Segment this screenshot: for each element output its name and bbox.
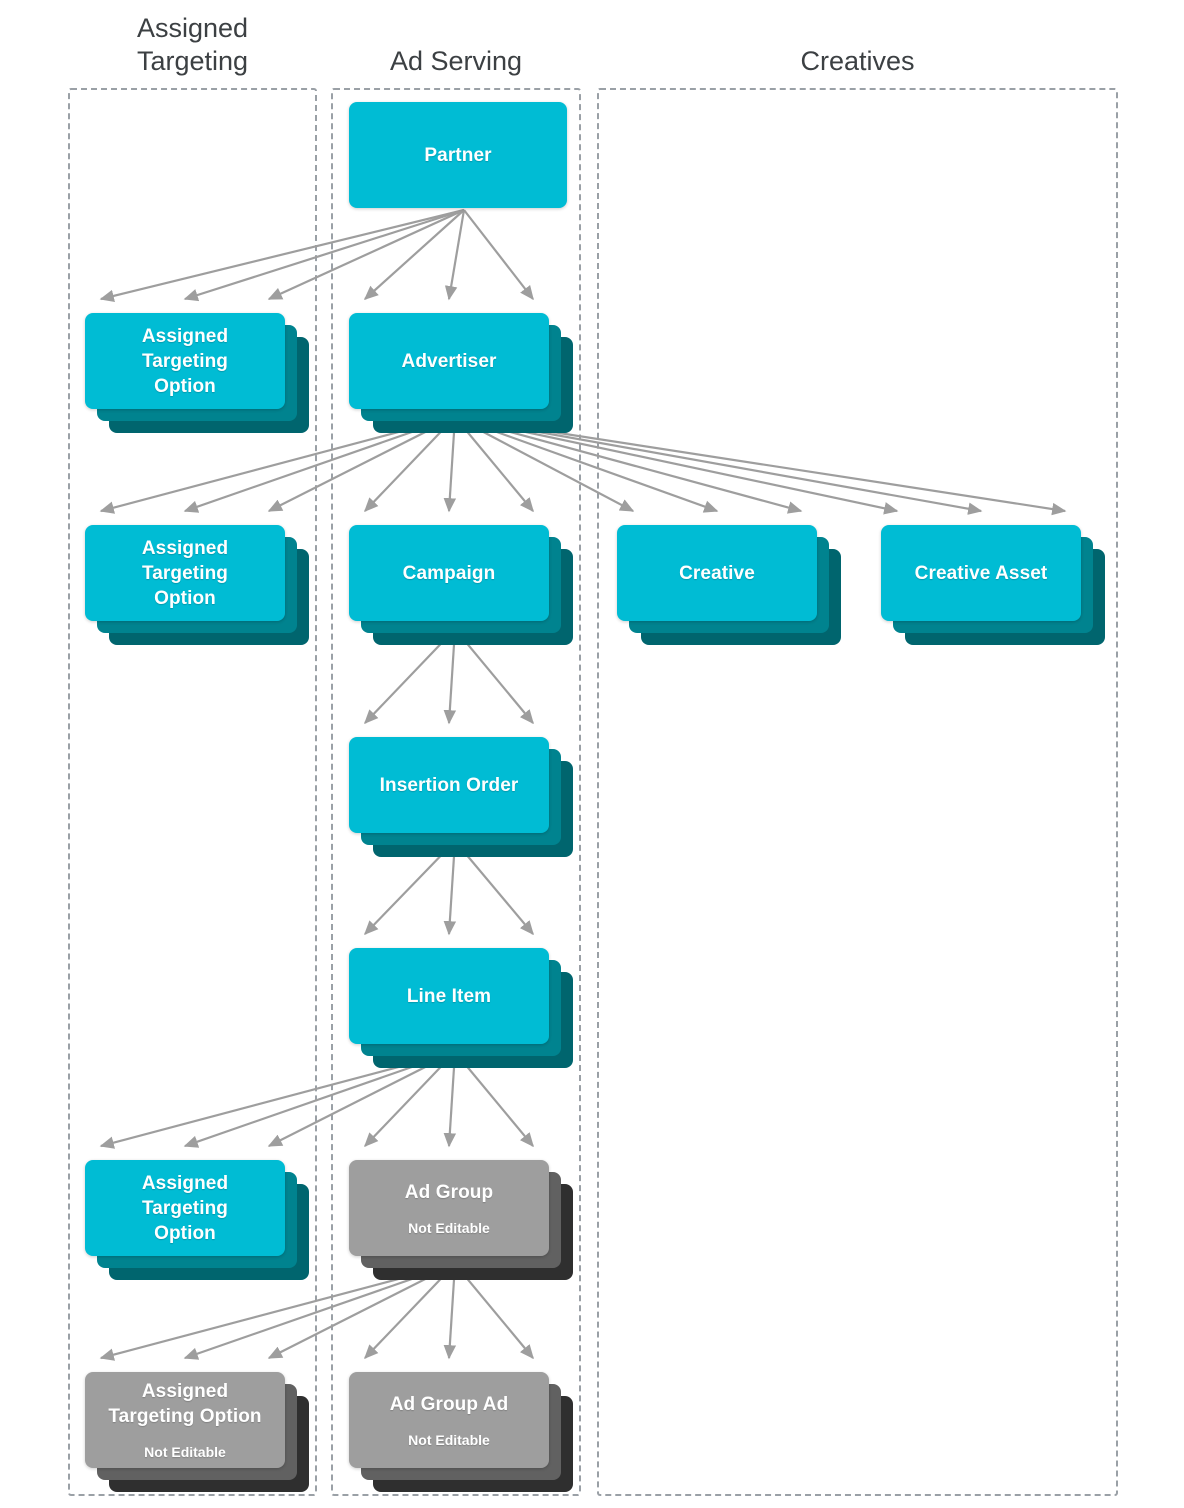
node-card-line-item[interactable]: Line Item: [349, 948, 549, 1044]
node-ato-advertiser[interactable]: Assigned Targeting Option: [85, 525, 309, 645]
node-card-ato-lineitem[interactable]: Assigned Targeting Option: [85, 1160, 285, 1256]
node-card-ato-partner[interactable]: Assigned Targeting Option: [85, 313, 285, 409]
node-title: Campaign: [402, 562, 496, 584]
node-title: Line Item: [406, 985, 492, 1007]
node-title: Ad Group Ad: [389, 1393, 509, 1415]
node-creative-asset[interactable]: Creative Asset: [881, 525, 1105, 645]
node-ato-lineitem[interactable]: Assigned Targeting Option: [85, 1160, 309, 1280]
column-header-assigned-targeting: Assigned Targeting: [136, 13, 249, 76]
node-card-ato-advertiser[interactable]: Assigned Targeting Option: [85, 525, 285, 621]
node-card-ad-group-ad[interactable]: Ad Group Ad Not Editable: [349, 1372, 549, 1468]
node-card-advertiser[interactable]: Advertiser: [349, 313, 549, 409]
node-card-partner[interactable]: Partner: [349, 102, 567, 208]
node-title: Assigned Targeting Option: [108, 1381, 262, 1427]
node-title: Partner: [424, 144, 492, 166]
column-header-creatives: Creatives: [800, 46, 915, 76]
node-subtitle: Not Editable: [408, 1219, 490, 1236]
node-line-item[interactable]: Line Item: [349, 948, 573, 1068]
column-frame-ad-serving: [331, 88, 581, 1496]
node-insertion-order[interactable]: Insertion Order: [349, 737, 573, 857]
node-creative[interactable]: Creative: [617, 525, 841, 645]
node-title: Ad Group: [404, 1181, 494, 1203]
node-advertiser[interactable]: Advertiser: [349, 313, 573, 433]
node-ato-partner[interactable]: Assigned Targeting Option: [85, 313, 309, 433]
node-card-creative-asset[interactable]: Creative Asset: [881, 525, 1081, 621]
node-card-campaign[interactable]: Campaign: [349, 525, 549, 621]
node-campaign[interactable]: Campaign: [349, 525, 573, 645]
column-header-ad-serving: Ad Serving: [389, 46, 523, 76]
node-title: Creative: [679, 562, 755, 584]
node-partner[interactable]: Partner: [349, 102, 591, 232]
node-title: Assigned Targeting Option: [141, 1172, 229, 1244]
node-title: Assigned Targeting Option: [141, 537, 229, 609]
node-title: Advertiser: [401, 350, 497, 372]
column-frame-assigned-targeting: [68, 88, 317, 1496]
node-title: Insertion Order: [379, 774, 519, 796]
column-frame-creatives: [597, 88, 1118, 1496]
node-title: Assigned Targeting Option: [141, 325, 229, 397]
node-card-insertion-order[interactable]: Insertion Order: [349, 737, 549, 833]
node-subtitle: Not Editable: [144, 1444, 226, 1460]
node-title: Creative Asset: [914, 562, 1048, 584]
node-card-creative[interactable]: Creative: [617, 525, 817, 621]
node-subtitle: Not Editable: [408, 1431, 490, 1448]
node-ad-group-ad[interactable]: Ad Group Ad Not Editable: [349, 1372, 573, 1492]
